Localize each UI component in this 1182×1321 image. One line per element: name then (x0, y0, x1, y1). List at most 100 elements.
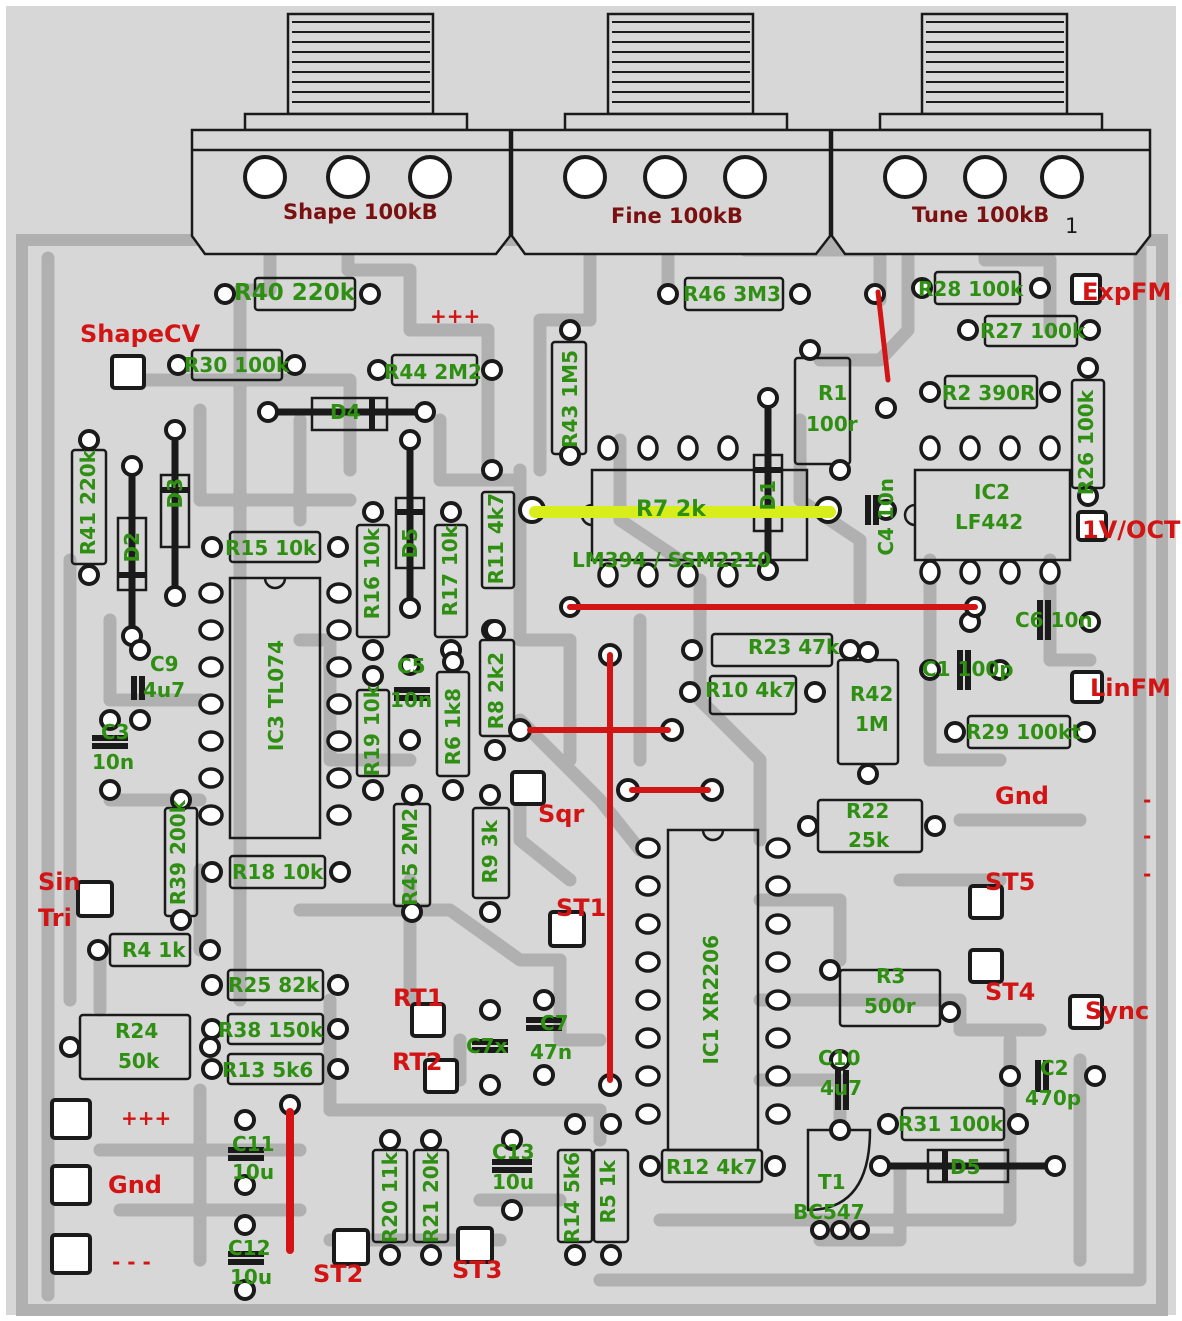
r18-label: R18 10k (232, 860, 324, 884)
minus-marker-1: - (1143, 788, 1152, 812)
d5-lower-label: D5 (950, 1155, 981, 1179)
tri-connector-label: Tri (38, 904, 72, 932)
r5-label: R5 1k (596, 1160, 620, 1224)
r42-label: R42 (850, 682, 894, 706)
capacitor-bars (92, 495, 1051, 1265)
st3-connector-label: ST3 (452, 1256, 503, 1284)
c9-label: C9 (150, 652, 179, 676)
r29-label: R29 100kt (966, 720, 1081, 744)
st1-connector-label: ST1 (556, 894, 607, 922)
r19-label: R19 10k (360, 685, 384, 777)
r9-label: R9 3k (478, 820, 502, 884)
d3-label: D3 (163, 478, 187, 509)
r44-label: R44 2M2 (384, 360, 482, 384)
r16-label: R16 10k (360, 528, 384, 620)
minus-supply-label: - - - (112, 1250, 151, 1274)
diode-bands (118, 396, 1059, 1182)
r2-label: R2 390R (942, 381, 1036, 405)
r42-value-label: 1M (855, 712, 889, 736)
c9-value-label: 4u7 (143, 678, 186, 702)
r43-label: R43 1M5 (558, 350, 582, 448)
linfm-connector-label: LinFM (1090, 674, 1171, 702)
d2-label: D2 (120, 532, 144, 563)
r45-label: R45 2M2 (398, 808, 422, 906)
r11-label: R11 4k7 (484, 493, 508, 585)
r22-label: R22 (846, 799, 890, 823)
c5-label: C5 (397, 654, 426, 678)
r13-label: R13 5k6 (222, 1058, 314, 1082)
r12-label: R12 4k7 (666, 1155, 758, 1179)
r8-label: R8 2k2 (484, 652, 508, 730)
r27-label: R27 100k (980, 319, 1086, 343)
st5-connector-label: ST5 (985, 868, 1036, 896)
rt2-connector-label: RT2 (392, 1048, 443, 1076)
pot-fine-label: Fine 100kB (611, 204, 743, 228)
c12-value-label: 10u (230, 1265, 273, 1289)
c10-label: C10 (818, 1046, 861, 1070)
c1-label: C1 100p (922, 657, 1014, 681)
c7-label: C7 (540, 1011, 569, 1035)
c13-value-label: 10u (492, 1170, 535, 1194)
sync-connector-label: Sync (1085, 997, 1150, 1025)
ic3-label: IC3 TL074 (264, 640, 288, 752)
sqr-connector-label: Sqr (538, 800, 585, 828)
r24-label: R24 (115, 1019, 159, 1043)
rt1-connector-label: RT1 (393, 984, 444, 1012)
r26-label: R26 100k (1074, 390, 1098, 496)
d1-label: D1 (756, 480, 780, 511)
pot-tune-pin-label: 1 (1065, 214, 1079, 238)
r4-label: R4 1k (122, 938, 186, 962)
c2-label: C2 (1040, 1056, 1069, 1080)
r39-label: R39 200k (166, 800, 190, 906)
c11-label: C11 (232, 1132, 275, 1156)
jumpers (286, 289, 978, 1254)
r6-label: R6 1k8 (441, 688, 465, 766)
r23-label: R23 47k (748, 635, 840, 659)
pot-tune-label: Tune 100kB (912, 203, 1050, 227)
c13-label: C13 (492, 1140, 535, 1164)
component-pads (59, 155, 1106, 1301)
r46-label: R46 3M3 (683, 282, 781, 306)
r30-label: R30 100k (184, 353, 290, 377)
r21-label: R21 20k (419, 1152, 443, 1244)
ic1-label: IC1 XR2206 (699, 935, 723, 1065)
ic-lm394-label: LM394 / SSM2210 (572, 548, 772, 572)
minus-marker-3: - (1143, 862, 1152, 886)
r1-value-label: 100r (806, 412, 858, 436)
r28-label: R28 100k (918, 277, 1024, 301)
expfm-connector-label: ExpFM (1082, 278, 1172, 306)
d5-upper-label: D5 (398, 528, 422, 559)
c3-value-label: 10n (92, 750, 135, 774)
r25-label: R25 82k (228, 973, 320, 997)
r20-label: R20 11k (378, 1152, 402, 1244)
r24-value-label: 50k (118, 1049, 160, 1073)
gnd-bottom-label: Gnd (108, 1171, 162, 1199)
t1-label: T1 (818, 1170, 846, 1194)
r31-label: R31 100k (898, 1112, 1004, 1136)
c6-label: C6 10n (1015, 608, 1093, 632)
c2-value-label: 470p (1025, 1086, 1082, 1110)
c7x-label: C7x (466, 1034, 508, 1058)
r7-label: R7 2k (636, 497, 706, 522)
r40-label: R40 220k (234, 280, 356, 306)
c4-label: C4 10n (874, 478, 898, 556)
plus-supply-top-label: +++ (430, 304, 481, 328)
c5-value-label: 10n (390, 688, 433, 712)
r15-label: R15 10k (225, 536, 317, 560)
r10-label: R10 4k7 (705, 678, 797, 702)
st2-connector-label: ST2 (313, 1260, 364, 1288)
r14-label: R14 5k6 (560, 1152, 584, 1244)
r38-label: R38 150k (218, 1018, 324, 1042)
ic2-part-label: LF442 (955, 510, 1024, 534)
d4-label: D4 (330, 400, 361, 424)
r3-value-label: 500r (864, 994, 916, 1018)
t1-part-label: BC547 (793, 1200, 865, 1224)
pot-shaft-ribs (292, 21, 1064, 103)
shapecv-connector-label: ShapeCV (80, 320, 201, 348)
r41-label: R41 220k (76, 450, 100, 556)
plus-supply-bottom-label: +++ (121, 1106, 172, 1130)
sin-connector-label: Sin (38, 868, 81, 896)
c11-value-label: 10u (232, 1160, 275, 1184)
